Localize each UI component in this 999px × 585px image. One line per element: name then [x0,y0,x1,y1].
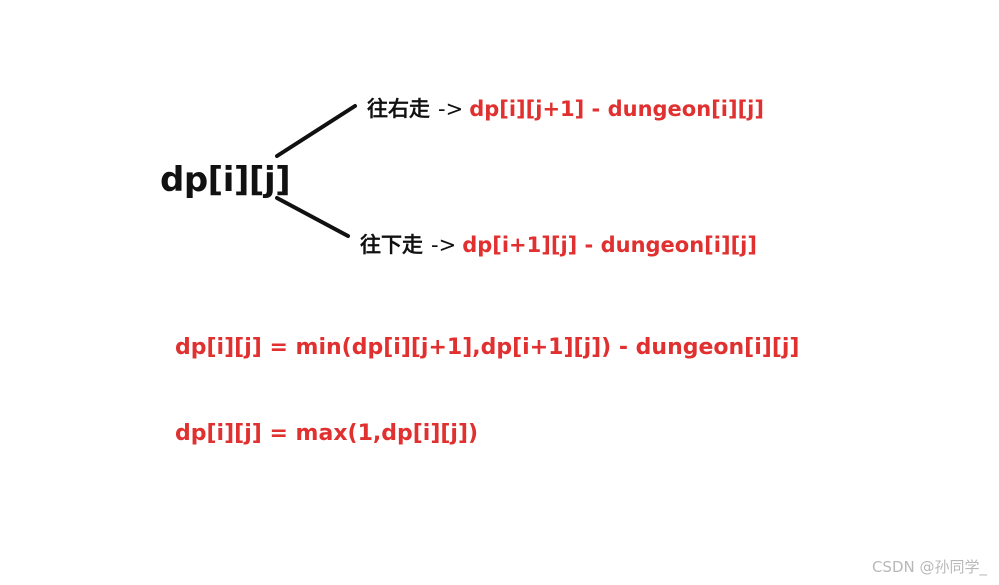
branch-right-expression: dp[i][j+1] - dungeon[i][j] [469,97,764,121]
formula-max: dp[i][j] = max(1,dp[i][j]) [175,421,479,446]
connector-down [275,196,350,238]
branch-right-direction: 往右走 [367,97,430,121]
formula-min: dp[i][j] = min(dp[i][j+1],dp[i+1][j]) - … [175,335,800,360]
branch-down-arrow: -> [431,233,457,257]
root-node: dp[i][j] [160,160,291,200]
branch-down: 往下走 ->dp[i+1][j] - dungeon[i][j] [360,229,757,259]
branch-down-direction: 往下走 [360,233,423,257]
connector-right [275,104,357,158]
branch-right: 往右走 ->dp[i][j+1] - dungeon[i][j] [367,93,764,123]
branch-right-arrow: -> [438,97,464,121]
watermark: CSDN @孙同学_ [871,558,987,576]
branch-down-expression: dp[i+1][j] - dungeon[i][j] [462,233,757,257]
